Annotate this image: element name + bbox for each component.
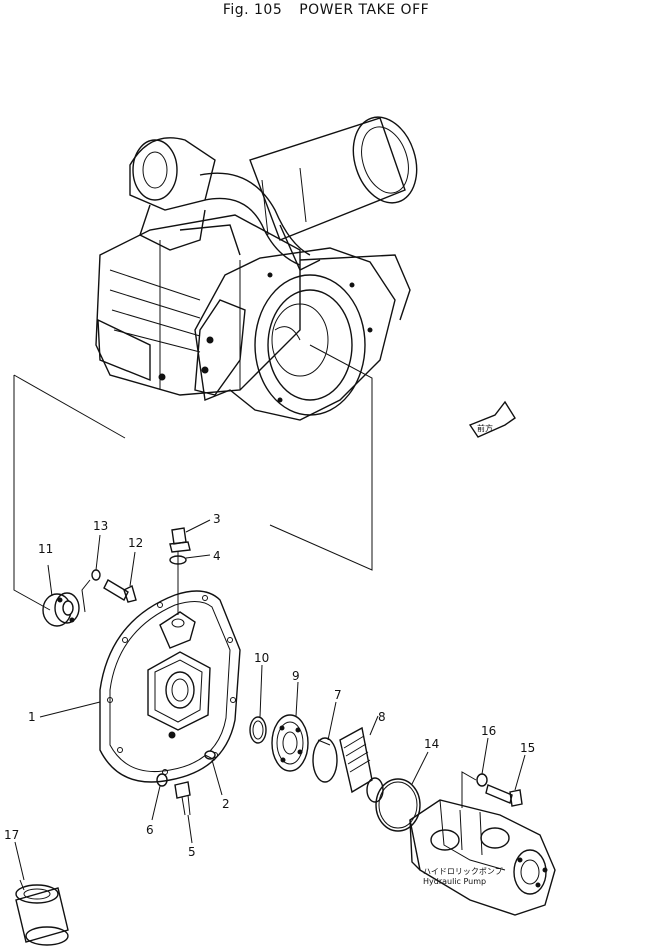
callout-8: 8 [378,710,386,724]
callout-13: 13 [93,519,108,533]
callout-5: 5 [188,845,196,859]
part-1-leader [39,701,101,718]
part-17-filter [14,841,69,946]
part-1-housing-plate [99,552,241,783]
direction-arrow-icon: 前方 [468,400,516,438]
part-12-bolt [103,551,137,603]
pump-label-english: Hydraulic Pump [423,877,486,886]
part-13-washer [81,534,101,613]
figure-title: Fig. 105 POWER TAKE OFF [0,2,652,18]
part-7-snap-ring [312,701,338,783]
part-14-o-ring [375,751,429,832]
figure-caption: POWER TAKE OFF [299,2,430,18]
part-2-plug [204,750,223,796]
assembly-bracket-lines [13,374,373,611]
direction-marker-text: 前方 [477,423,493,433]
part-10-ring [249,664,267,744]
callout-3: 3 [213,512,221,526]
part-4-washer [169,554,211,565]
part-6-washer [151,773,168,821]
engine-assembly [95,116,418,421]
part-15-bolt [485,754,526,807]
part-11-coupling [42,564,80,627]
callout-4: 4 [213,549,221,563]
callout-14: 14 [424,737,439,751]
pump-label-japanese: ハイドロリックポンプ [423,867,503,876]
callout-11: 11 [38,542,53,556]
callout-10: 10 [254,651,269,665]
callout-7: 7 [334,688,342,702]
callout-2: 2 [222,797,230,811]
part-16-washer [461,737,489,808]
hydraulic-pump: ハイドロリックポンプ Hydraulic Pump [409,799,556,916]
callout-16: 16 [481,724,496,738]
callout-12: 12 [128,536,143,550]
callout-15: 15 [520,741,535,755]
callout-17: 17 [4,828,19,842]
part-3-fitting [169,519,211,553]
callout-labels: 1 2 3 4 5 6 7 8 9 10 11 12 13 14 15 16 1… [4,512,535,859]
part-8-shaft [339,715,384,803]
part-5-bolt [174,781,193,844]
figure-number: Fig. 105 [222,2,283,18]
part-9-bearing [271,681,309,772]
callout-9: 9 [292,669,300,683]
callout-6: 6 [146,823,154,837]
callout-1: 1 [28,710,36,724]
